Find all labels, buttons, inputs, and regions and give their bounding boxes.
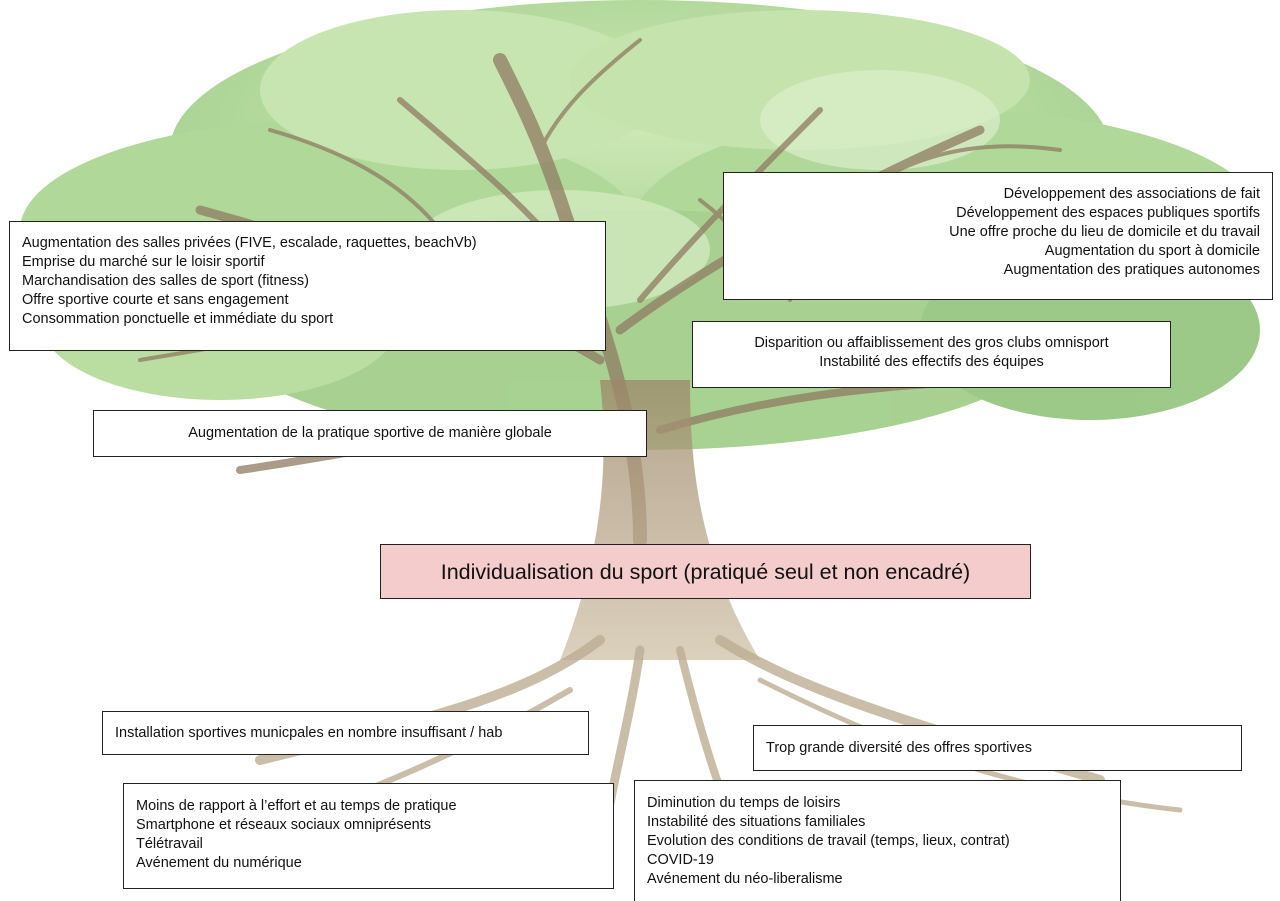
box-line: Trop grande diversité des offres sportiv…	[766, 740, 1032, 756]
box-line: Augmentation de la pratique sportive de …	[188, 425, 552, 441]
box-line: Consommation ponctuelle et immédiate du …	[22, 311, 334, 327]
social-causes-box: Diminution du temps de loisirs Instabili…	[634, 780, 1121, 901]
clubs-decline-box: Disparition ou affaiblissement des gros …	[692, 321, 1171, 388]
box-line: Instabilité des effectifs des équipes	[819, 354, 1044, 370]
box-line: Augmentation du sport à domicile	[1044, 243, 1260, 259]
municipal-facilities-box: Installation sportives municpales en nom…	[102, 711, 589, 755]
offer-diversity-box: Trop grande diversité des offres sportiv…	[753, 725, 1242, 771]
box-line: Smartphone et réseaux sociaux omniprésen…	[136, 817, 431, 833]
box-line: Offre sportive courte et sans engagement	[22, 292, 289, 308]
box-line: Disparition ou affaiblissement des gros …	[754, 335, 1109, 351]
market-consequences-box: Augmentation des salles privées (FIVE, e…	[9, 221, 606, 351]
global-practice-box: Augmentation de la pratique sportive de …	[93, 410, 647, 457]
box-line: Développement des espaces publiques spor…	[956, 205, 1260, 221]
box-line: Avénement du numérique	[136, 855, 302, 871]
box-line: Augmentation des pratiques autonomes	[1003, 262, 1260, 278]
box-line: Installation sportives municpales en nom…	[115, 725, 503, 741]
box-line: Diminution du temps de loisirs	[647, 795, 841, 811]
box-line: Développement des associations de fait	[1003, 186, 1260, 202]
box-line: Moins de rapport à l’effort et au temps …	[136, 798, 457, 814]
box-line: Une offre proche du lieu de domicile et …	[949, 224, 1260, 240]
box-line: Instabilité des situations familiales	[647, 814, 866, 830]
core-problem-text: Individualisation du sport (pratiqué seu…	[440, 560, 971, 584]
autonomous-practice-box: Développement des associations de fait D…	[723, 172, 1273, 300]
box-line: Avénement du néo-liberalisme	[647, 871, 843, 887]
box-line: Augmentation des salles privées (FIVE, e…	[22, 235, 477, 251]
box-line: Marchandisation des salles de sport (fit…	[22, 273, 309, 289]
box-line: Emprise du marché sur le loisir sportif	[22, 254, 265, 270]
box-line: COVID-19	[647, 852, 714, 868]
digital-causes-box: Moins de rapport à l’effort et au temps …	[123, 783, 614, 889]
box-line: Evolution des conditions de travail (tem…	[647, 833, 1010, 849]
core-problem-box: Individualisation du sport (pratiqué seu…	[380, 544, 1031, 599]
box-line: Télétravail	[136, 836, 203, 852]
